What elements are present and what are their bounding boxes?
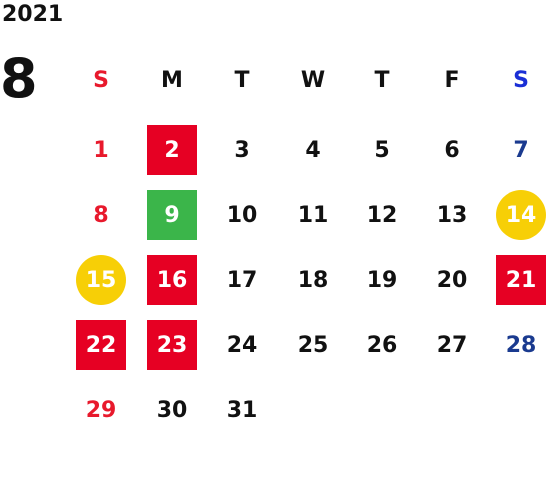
day-28[interactable]: 28: [505, 332, 537, 358]
day-12[interactable]: 12: [366, 202, 398, 228]
day-7[interactable]: 7: [513, 137, 529, 163]
weekday-header-3: W: [300, 67, 326, 93]
weekday-header-1: M: [161, 67, 183, 93]
day-3[interactable]: 3: [234, 137, 250, 163]
weekday-header-5: F: [444, 67, 460, 93]
day-14[interactable]: 14: [496, 190, 546, 240]
year-label: 2021: [2, 2, 64, 27]
day-15[interactable]: 15: [76, 255, 126, 305]
day-10[interactable]: 10: [226, 202, 258, 228]
day-9[interactable]: 9: [147, 190, 197, 240]
day-2[interactable]: 2: [147, 125, 197, 175]
day-18[interactable]: 18: [297, 267, 329, 293]
month-number: 8: [0, 47, 38, 110]
day-24[interactable]: 24: [226, 332, 258, 358]
day-6[interactable]: 6: [444, 137, 460, 163]
weekday-header-2: T: [234, 67, 250, 93]
day-11[interactable]: 11: [297, 202, 329, 228]
day-21[interactable]: 21: [496, 255, 546, 305]
day-17[interactable]: 17: [226, 267, 258, 293]
day-31[interactable]: 31: [226, 397, 258, 423]
day-1[interactable]: 1: [93, 137, 109, 163]
day-26[interactable]: 26: [366, 332, 398, 358]
weekday-header-0: S: [93, 67, 109, 93]
weekday-header-4: T: [374, 67, 390, 93]
day-5[interactable]: 5: [374, 137, 390, 163]
day-22[interactable]: 22: [76, 320, 126, 370]
day-13[interactable]: 13: [436, 202, 468, 228]
day-20[interactable]: 20: [436, 267, 468, 293]
weekday-header-6: S: [513, 67, 529, 93]
day-4[interactable]: 4: [305, 137, 321, 163]
day-23[interactable]: 23: [147, 320, 197, 370]
day-25[interactable]: 25: [297, 332, 329, 358]
day-16[interactable]: 16: [147, 255, 197, 305]
day-8[interactable]: 8: [93, 202, 109, 228]
day-29[interactable]: 29: [85, 397, 117, 423]
day-27[interactable]: 27: [436, 332, 468, 358]
day-30[interactable]: 30: [156, 397, 188, 423]
day-19[interactable]: 19: [366, 267, 398, 293]
